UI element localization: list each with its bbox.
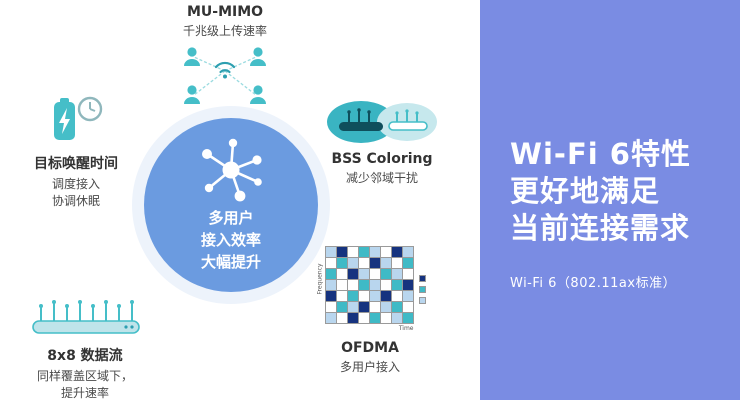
- panel-title-line-3: 当前连接需求: [510, 211, 691, 245]
- panel-title-line-2: 更好地满足: [510, 174, 661, 208]
- bss-desc: 减少邻域干扰: [345, 171, 418, 185]
- right-panel: Wi-Fi 6特性 更好地满足 当前连接需求 Wi-Fi 6（802.11ax标…: [480, 0, 740, 400]
- battery-clock-icon: [54, 96, 103, 140]
- ofdma-legend: [418, 274, 426, 304]
- ofdma-axis-y-label: Frequency: [316, 263, 323, 294]
- circle-line-2: 接入效率: [200, 231, 261, 249]
- twt-desc-2: 协调休眠: [51, 194, 100, 208]
- twt-desc-1: 调度接入: [51, 177, 100, 191]
- mu-mimo-users-wifi-icon: [184, 47, 266, 104]
- circle-line-3: 大幅提升: [200, 253, 261, 271]
- router-8-antennas-icon: [32, 300, 140, 334]
- streams-desc-2: 提升速率: [60, 386, 109, 400]
- streams-title: 8x8 数据流: [47, 348, 123, 364]
- bss-title: BSS Coloring: [331, 151, 433, 167]
- ofdma-grid: [324, 246, 414, 324]
- mu-mimo-title: MU-MIMO: [186, 4, 264, 20]
- feature-ofdma: Frequency Time OFDMA 多用户接入: [303, 246, 437, 376]
- bss-routers-icon: [327, 101, 437, 143]
- feature-8x8-streams: 8x8 数据流 同样覆盖区域下， 提升速率: [18, 296, 152, 400]
- panel-title-line-1: Wi-Fi 6特性: [510, 137, 691, 171]
- ofdma-desc: 多用户接入: [339, 360, 400, 374]
- feature-bss-coloring: BSS Coloring 减少邻域干扰: [318, 96, 446, 187]
- mu-mimo-desc: 千兆级上传速率: [182, 24, 267, 38]
- circle-text: 多用户 接入效率 大幅提升: [201, 207, 261, 273]
- feature-twt: 目标唤醒时间 调度接入 协调休眠: [15, 88, 137, 210]
- ofdma-chart: Frequency Time: [303, 246, 437, 332]
- panel-subtitle: Wi-Fi 6（802.11ax标准）: [510, 276, 677, 291]
- twt-title: 目标唤醒时间: [34, 156, 118, 172]
- ofdma-title: OFDMA: [341, 340, 399, 356]
- circle-line-1: 多用户: [208, 209, 254, 227]
- ofdma-axis-x-label: Time: [398, 325, 414, 332]
- center-circle: 多用户 接入效率 大幅提升: [144, 118, 318, 292]
- streams-desc-1: 同样覆盖区域下，: [36, 369, 133, 383]
- panel-title: Wi-Fi 6特性 更好地满足 当前连接需求: [510, 136, 691, 247]
- feature-mu-mimo: MU-MIMO 千兆级上传速率: [150, 4, 300, 107]
- network-hub-icon: [202, 138, 262, 202]
